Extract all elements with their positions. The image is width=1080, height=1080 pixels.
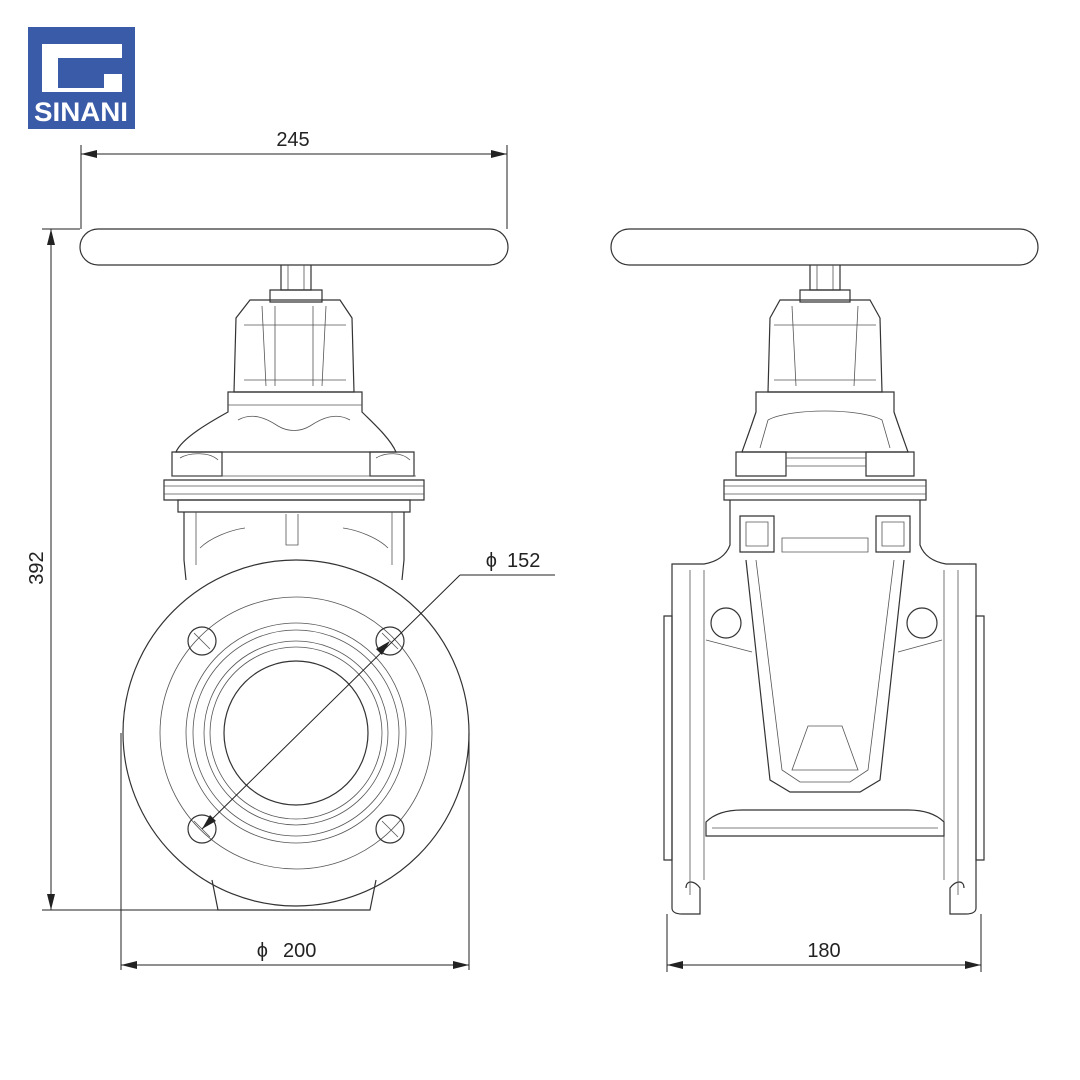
dimension-label-180: 180 — [807, 940, 840, 962]
front-view — [79, 228, 509, 911]
dimension-label-392: 392 — [26, 551, 48, 584]
dimension-diameter-200: ϕ 200 — [120, 733, 470, 970]
dimension-height-392: 392 — [26, 228, 218, 911]
handwheel-side — [610, 228, 1039, 266]
dimension-label-245: 245 — [276, 129, 309, 151]
bore — [223, 660, 369, 806]
logo-text: SINANI — [34, 97, 128, 127]
handwheel-front — [79, 228, 509, 266]
dimension-bolt-circle-152: ϕ 152 — [201, 550, 555, 830]
bolt-hole — [375, 814, 405, 844]
dimension-label-152: 152 — [507, 550, 540, 572]
bolt-hole — [375, 626, 405, 656]
dimension-face-to-face-180: 180 — [666, 914, 982, 972]
diameter-symbol: ϕ — [257, 940, 268, 962]
bolt-hole — [187, 626, 217, 656]
dimension-width-245: 245 — [80, 129, 508, 229]
side-view — [610, 228, 1039, 915]
diameter-symbol: ϕ — [486, 550, 497, 572]
dimension-label-200: 200 — [283, 940, 316, 962]
flange-outer — [122, 559, 470, 907]
bolt-hole — [187, 814, 217, 844]
sinani-logo: SINANI — [28, 27, 135, 129]
